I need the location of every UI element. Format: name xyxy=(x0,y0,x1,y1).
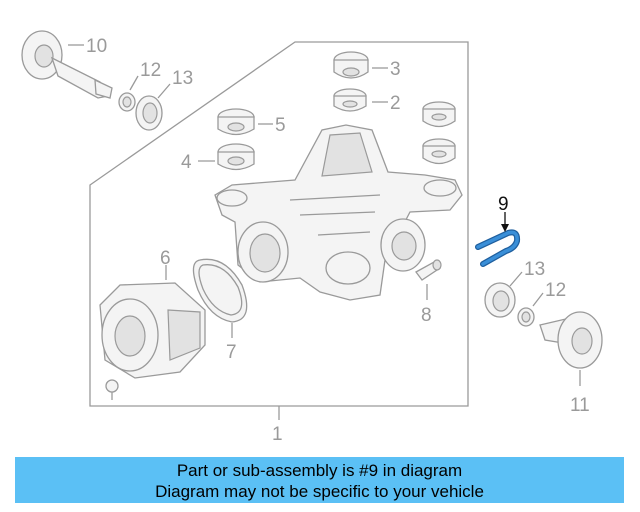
assembly-outline xyxy=(89,41,469,407)
part-13-right-seal[interactable] xyxy=(484,282,516,318)
leader-12-left xyxy=(129,75,139,91)
banner-line-disclaimer: Diagram may not be specific to your vehi… xyxy=(155,482,484,501)
part-10-drive-flange[interactable] xyxy=(21,30,113,99)
leader-13-left xyxy=(157,83,171,99)
leader-12-right xyxy=(532,292,544,307)
callout-6[interactable]: 6 xyxy=(160,248,171,269)
callout-12-right[interactable]: 12 xyxy=(545,280,566,301)
callout-11[interactable]: 11 xyxy=(570,395,590,416)
leader-13-right xyxy=(509,271,523,287)
right-upper-mount xyxy=(422,101,456,128)
leader-9-arrowhead xyxy=(501,224,509,232)
part-7-gasket[interactable] xyxy=(192,258,248,323)
differential-housing[interactable] xyxy=(214,124,463,301)
callout-13-left[interactable]: 13 xyxy=(172,68,193,89)
callout-13-right[interactable]: 13 xyxy=(524,259,545,280)
part-9-u-clip[interactable] xyxy=(475,229,521,267)
callout-2[interactable]: 2 xyxy=(390,93,401,114)
part-3-mount-bushing[interactable] xyxy=(333,51,369,79)
part-4-mount-bushing[interactable] xyxy=(217,143,255,171)
banner-line-part-info: Part or sub-assembly is #9 in diagram xyxy=(176,461,463,480)
callout-5[interactable]: 5 xyxy=(275,115,286,136)
callout-3[interactable]: 3 xyxy=(390,59,401,80)
part-5-mount-bushing[interactable] xyxy=(217,108,255,136)
callout-4[interactable]: 4 xyxy=(181,152,192,173)
part-8-breather[interactable] xyxy=(415,259,442,281)
part-11-drive-flange[interactable] xyxy=(539,311,603,369)
parts-diagram: 1 10 12 13 3 2 5 xyxy=(21,30,603,445)
callout-10[interactable]: 10 xyxy=(86,36,107,57)
part-6-cover-assembly[interactable] xyxy=(99,282,206,400)
callout-1[interactable]: 1 xyxy=(272,424,283,445)
part-2-mount-bushing[interactable] xyxy=(333,88,367,112)
part-13-left-seal[interactable] xyxy=(135,95,163,131)
right-lower-mount xyxy=(422,138,456,165)
part-12-left-circlip[interactable] xyxy=(118,92,136,112)
part-12-right-circlip[interactable] xyxy=(517,307,535,327)
callout-9[interactable]: 9 xyxy=(498,194,509,215)
callout-8[interactable]: 8 xyxy=(421,305,432,326)
callout-7[interactable]: 7 xyxy=(226,342,237,363)
info-banner: Part or sub-assembly is #9 in diagram Di… xyxy=(15,457,624,503)
callout-12-left[interactable]: 12 xyxy=(140,60,161,81)
